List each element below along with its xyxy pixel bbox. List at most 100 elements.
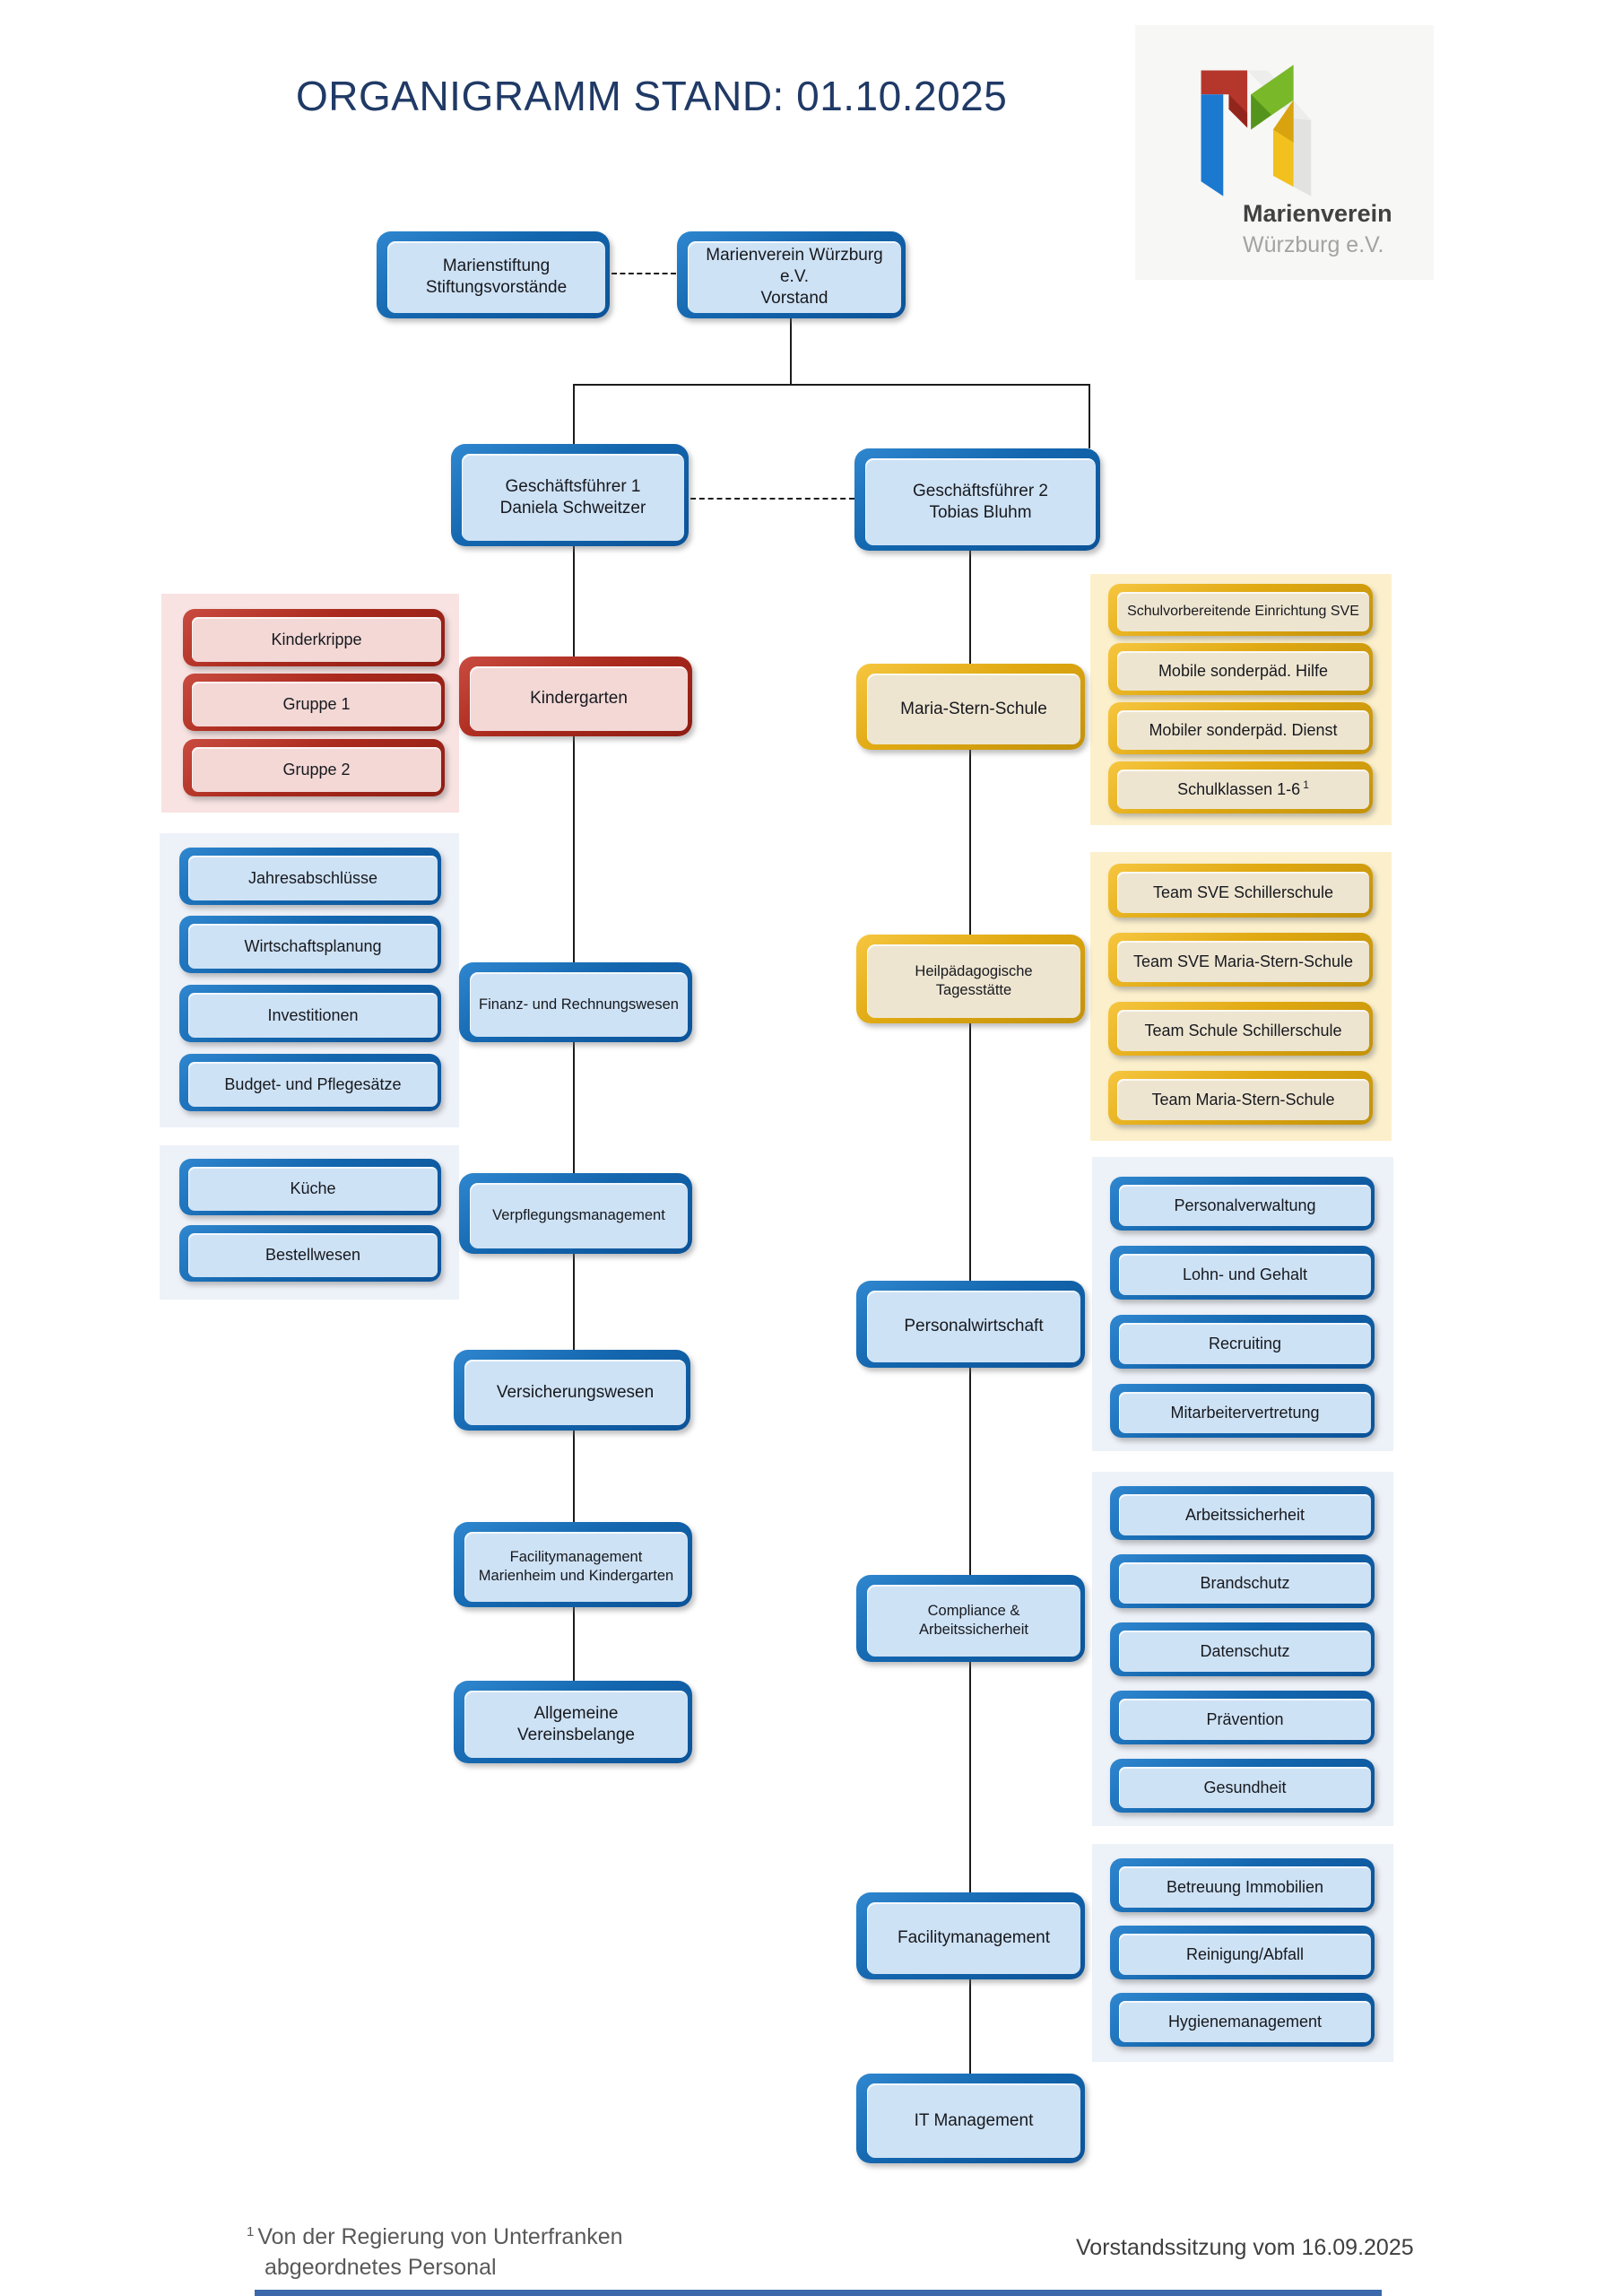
node-label: Recruiting	[1208, 1334, 1282, 1352]
node-label: Kinderkrippe	[271, 630, 362, 648]
node-label: Personalverwaltung	[1174, 1196, 1316, 1214]
node-facilitymanagement: Facilitymanagement	[856, 1892, 1085, 1979]
node-kinderkrippe: Kinderkrippe	[183, 609, 445, 666]
node-label: Lohn- und Gehalt	[1182, 1265, 1308, 1283]
node-label: Finanz- und Rechnungswesen	[479, 996, 679, 1013]
footnote-line2: abgeordnetes Personal	[265, 2254, 497, 2280]
node-label: Budget- und Pflegesätze	[224, 1074, 402, 1093]
connector-vorstand-down	[790, 318, 792, 385]
bottom-divider	[255, 2290, 1382, 2296]
node-verpflegungsmanagement: Verpflegungsmanagement	[459, 1173, 692, 1254]
node-brandschutz: Brandschutz	[1110, 1554, 1375, 1608]
node-kindergarten: Kindergarten	[459, 657, 692, 736]
node-heilpaedagogische-tagesstaette: Heilpädagogische Tagesstätte	[856, 935, 1085, 1023]
node-label: Verpflegungsmanagement	[492, 1207, 665, 1224]
node-label: Küche	[290, 1179, 336, 1198]
marienverein-logo-icon	[1201, 65, 1312, 196]
connector-to-gf1	[573, 384, 575, 444]
node-jahresabschluesse: Jahresabschlüsse	[179, 848, 441, 905]
node-gesundheit: Gesundheit	[1110, 1759, 1375, 1813]
node-reinigung-abfall: Reinigung/Abfall	[1110, 1926, 1375, 1979]
node-label: Heilpädagogische Tagesstätte	[915, 963, 1033, 998]
node-mobile-sonderpaed-hilfe: Mobile sonderpäd. Hilfe	[1108, 643, 1373, 695]
node-label: Marienstiftung	[442, 257, 551, 276]
logo-panel: Marienverein Würzburg e.V.	[1135, 25, 1434, 280]
node-label: Bestellwesen	[265, 1246, 361, 1265]
node-label: Mobile sonderpäd. Hilfe	[1158, 661, 1329, 680]
node-label: Jahresabschlüsse	[247, 868, 378, 887]
node-allgemeine-vereinsbelange: Allgemeine Vereinsbelange	[454, 1681, 692, 1763]
footnote-marker: 1	[1303, 778, 1309, 792]
node-label: Gruppe 1	[282, 694, 351, 713]
node-label: Allgemeine Vereinsbelange	[517, 1703, 635, 1744]
node-gruppe-2: Gruppe 2	[183, 739, 445, 796]
node-label: Geschäftsführer 2	[912, 481, 1049, 500]
node-team-sve-maria-stern: Team SVE Maria-Stern-Schule	[1108, 933, 1373, 987]
node-team-schule-schillerschule: Team Schule Schillerschule	[1108, 1002, 1373, 1056]
node-label: Daniela Schweitzer	[499, 498, 646, 517]
node-mobiler-sonderpaed-dienst: Mobiler sonderpäd. Dienst	[1108, 702, 1373, 754]
connector-stiftung-vorstand	[612, 273, 676, 274]
node-maria-stern-schule: Maria-Stern-Schule	[856, 664, 1085, 750]
node-label: Kindergarten	[530, 689, 628, 709]
node-hygienemanagement: Hygienemanagement	[1110, 1993, 1375, 2047]
node-label: Wirtschaftsplanung	[244, 936, 382, 955]
node-compliance-arbeitssicherheit: Compliance & Arbeitssicherheit	[856, 1575, 1085, 1662]
node-praevention: Prävention	[1110, 1691, 1375, 1744]
node-label: Tobias Bluhm	[929, 502, 1032, 522]
node-label: Brandschutz	[1200, 1573, 1290, 1592]
node-betreuung-immobilien: Betreuung Immobilien	[1110, 1858, 1375, 1912]
node-label: Geschäftsführer 1	[505, 476, 641, 496]
meeting-note: Vorstandssitzung vom 16.09.2025	[1076, 2235, 1414, 2260]
node-gruppe-1: Gruppe 1	[183, 674, 445, 731]
node-label: Personalwirtschaft	[904, 1317, 1044, 1336]
node-label: Vorstand	[760, 288, 828, 308]
node-it-management: IT Management	[856, 2074, 1085, 2163]
connector-split	[573, 384, 1090, 386]
node-personalwirtschaft: Personalwirtschaft	[856, 1281, 1085, 1368]
brand-subtitle: Würzburg e.V.	[1243, 231, 1384, 257]
connector-gf1-gf2	[690, 498, 854, 500]
node-label: Betreuung Immobilien	[1166, 1877, 1324, 1896]
connector-left-chain	[573, 546, 575, 1682]
node-arbeitssicherheit: Arbeitssicherheit	[1110, 1486, 1375, 1540]
footnote-marker: 1	[247, 2223, 255, 2239]
node-label: Team SVE Schillerschule	[1152, 883, 1334, 901]
node-label: Datenschutz	[1200, 1641, 1290, 1660]
node-label: Arbeitssicherheit	[1184, 1505, 1305, 1524]
node-label: Compliance & Arbeitssicherheit	[919, 1603, 1028, 1638]
page-title: ORGANIGRAMM STAND: 01.10.2025	[296, 73, 1008, 119]
brand-block: Marienverein Würzburg e.V.	[1243, 199, 1392, 259]
node-investitionen: Investitionen	[179, 985, 441, 1042]
node-versicherungswesen: Versicherungswesen	[454, 1350, 690, 1431]
node-label: Prävention	[1206, 1709, 1284, 1728]
node-mitarbeitervertretung: Mitarbeitervertretung	[1110, 1384, 1375, 1438]
node-label: Investitionen	[267, 1005, 359, 1024]
node-label: Schulvorbereitende Einrichtung SVE	[1127, 604, 1359, 619]
node-finanz-rechnungswesen: Finanz- und Rechnungswesen	[459, 962, 692, 1042]
node-kueche: Küche	[179, 1159, 441, 1215]
node-label: Team SVE Maria-Stern-Schule	[1132, 952, 1354, 970]
node-geschaeftsfuehrer-1: Geschäftsführer 1 Daniela Schweitzer	[451, 444, 689, 546]
node-recruiting: Recruiting	[1110, 1315, 1375, 1369]
node-budget-pflegesaetze: Budget- und Pflegesätze	[179, 1054, 441, 1111]
node-label: Gesundheit	[1203, 1778, 1287, 1796]
node-schulvorbereitende-einrichtung: Schulvorbereitende Einrichtung SVE	[1108, 584, 1373, 636]
node-label: Mobiler sonderpäd. Dienst	[1149, 720, 1338, 739]
node-label: Reinigung/Abfall	[1185, 1944, 1305, 1963]
node-lohn-gehalt: Lohn- und Gehalt	[1110, 1246, 1375, 1300]
node-label: Team Schule Schillerschule	[1144, 1021, 1342, 1039]
node-label: Mitarbeitervertretung	[1170, 1403, 1320, 1422]
connector-to-gf2	[1089, 384, 1090, 448]
node-label: Maria-Stern-Schule	[900, 699, 1047, 718]
node-label: Stiftungsvorstände	[425, 278, 568, 297]
node-label: Versicherungswesen	[496, 1382, 655, 1402]
node-label: Gruppe 2	[282, 760, 351, 778]
node-label: Marienheim und Kindergarten	[478, 1568, 674, 1584]
